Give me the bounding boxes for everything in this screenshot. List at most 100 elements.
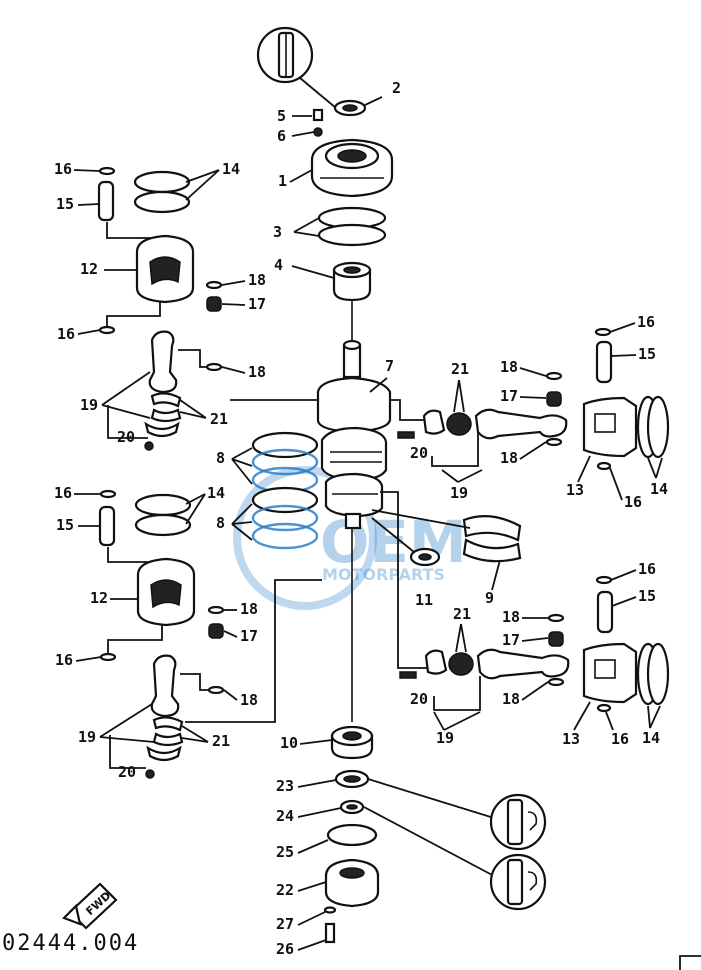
callout-leader-c-14b — [185, 493, 206, 525]
watermark-brand: OEM — [320, 508, 467, 576]
callout-c-9: 9 — [485, 589, 494, 607]
callout-c-19b: 19 — [78, 728, 96, 746]
callout-c-17a: 17 — [248, 295, 266, 313]
callout-c-14c: 14 — [650, 480, 668, 498]
callout-leader-c-21b — [181, 737, 209, 743]
callout-leader-c-7 — [369, 377, 388, 393]
group-left-lower — [98, 489, 225, 779]
leader-crank-right-lower — [380, 491, 428, 669]
callout-leader-c-17a — [221, 303, 246, 306]
callout-leader-c-27 — [297, 911, 326, 926]
callout-c-18b: 18 — [248, 363, 266, 381]
callout-c-13b: 13 — [562, 730, 580, 748]
detail-bubble-bottom-2 — [363, 806, 547, 911]
callout-leader-c-16f — [609, 467, 623, 501]
callout-c-7: 7 — [385, 357, 394, 375]
part-seal-24 — [339, 799, 365, 815]
detail-bubble-bottom-1 — [367, 778, 547, 851]
callout-c-17b: 17 — [240, 627, 258, 645]
callout-c-21b: 21 — [212, 732, 230, 750]
callout-leader-c-4 — [291, 265, 335, 279]
callout-c-2: 2 — [392, 79, 401, 97]
callout-leader-c-14d — [647, 705, 651, 729]
callout-leader-c-18b — [221, 366, 246, 374]
callout-c-4: 4 — [274, 256, 283, 274]
callout-leader-c-16d — [75, 656, 102, 662]
part-bearing-9 — [371, 509, 522, 563]
detail-bubble-top — [256, 26, 337, 109]
callout-c-15d: 15 — [638, 587, 656, 605]
callout-c-16h: 16 — [611, 730, 629, 748]
callout-c-18c: 18 — [240, 600, 258, 618]
callout-leader-c-21a — [179, 399, 207, 419]
callout-c-18e: 18 — [500, 358, 518, 376]
callout-c-15a: 15 — [56, 195, 74, 213]
part-bolt-5 — [312, 108, 324, 137]
callout-c-12a: 12 — [80, 260, 98, 278]
callout-c-16g: 16 — [638, 560, 656, 578]
callout-leader-c-17c — [519, 396, 547, 399]
callout-c-19d: 19 — [436, 729, 454, 747]
callout-leader-c-17d — [521, 637, 549, 642]
callout-c-21a: 21 — [210, 410, 228, 428]
callout-leader-c-8a — [231, 447, 253, 460]
callout-leader-c-8b — [231, 503, 253, 525]
callout-leader-c-26 — [297, 939, 327, 951]
part-upper-housing-1 — [310, 138, 394, 198]
callout-c-16d: 16 — [55, 651, 73, 669]
frame-corner — [679, 955, 701, 970]
callout-leader-c-16e — [609, 322, 636, 333]
callout-c-18d: 18 — [240, 691, 258, 709]
callout-leader-c-21c — [453, 379, 460, 413]
callout-leader-c-9 — [491, 559, 501, 591]
callout-c-15b: 15 — [56, 516, 74, 534]
callout-c-10: 10 — [280, 734, 298, 752]
callout-leader-c-19b — [99, 703, 153, 738]
callout-leader-c-21d — [455, 623, 462, 653]
callout-c-3: 3 — [273, 223, 282, 241]
leader-crank-left-lower — [185, 579, 322, 723]
group-left-upper — [97, 166, 223, 451]
callout-leader-c-19d — [433, 711, 445, 731]
callout-leader-c-15c — [610, 354, 637, 357]
callout-leader-c-14c — [647, 457, 657, 479]
group-right-upper — [397, 327, 670, 471]
callout-c-21d: 21 — [453, 605, 471, 623]
part-bearing-10 — [330, 725, 374, 760]
callout-leader-c-19a — [101, 404, 151, 419]
callout-c-25: 25 — [276, 843, 294, 861]
drawing-code: 02444.004 — [2, 931, 139, 956]
watermark-sub: MOTORPARTS — [322, 565, 445, 584]
part-oil-seal-2 — [333, 99, 367, 117]
callout-leader-c-10 — [299, 739, 333, 745]
callout-leader-c-8b — [231, 523, 253, 541]
callout-c-18a: 18 — [248, 271, 266, 289]
part-rings-8 — [251, 431, 319, 550]
callout-c-19a: 19 — [80, 396, 98, 414]
callout-c-11: 11 — [415, 591, 433, 609]
callout-leader-c-1 — [289, 169, 313, 183]
callout-leader-c-13b — [573, 701, 591, 731]
callout-leader-c-18a — [221, 280, 246, 286]
callout-c-17c: 17 — [500, 387, 518, 405]
callout-leader-c-21d — [460, 623, 467, 653]
part-o-ring-25 — [326, 823, 378, 847]
callout-c-16b: 16 — [57, 325, 75, 343]
callout-leader-c-18h — [521, 681, 549, 701]
callout-c-20d: 20 — [410, 690, 428, 708]
part-o-rings-3 — [317, 206, 387, 247]
callout-c-16a: 16 — [54, 160, 72, 178]
callout-leader-c-15a — [77, 203, 100, 206]
part-lower-housing-22 — [324, 858, 380, 908]
callout-leader-c-3 — [293, 231, 320, 237]
part-seal-23 — [334, 769, 370, 789]
callout-c-26: 26 — [276, 940, 294, 958]
part-washer-11 — [371, 517, 441, 567]
callout-leader-c-18e — [519, 367, 547, 377]
callout-leader-c-14a — [185, 169, 220, 183]
callout-c-18h: 18 — [502, 690, 520, 708]
callout-leader-c-16g — [610, 569, 637, 581]
